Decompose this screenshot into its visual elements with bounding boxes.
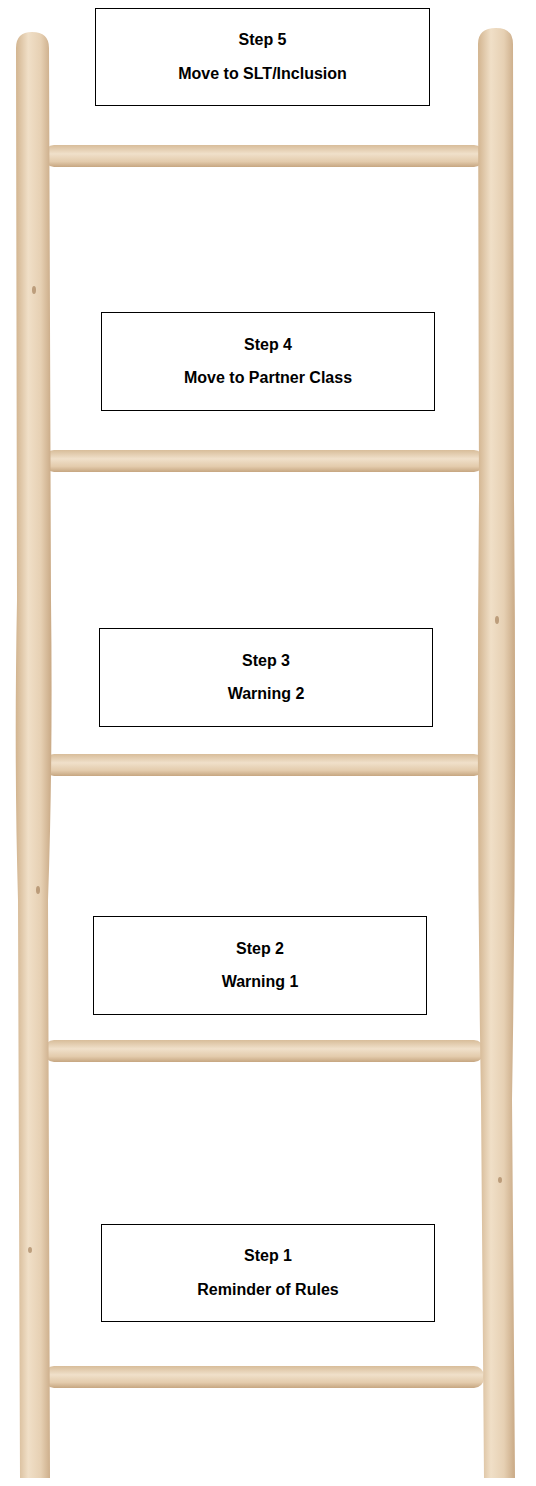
ladder-rungs	[44, 145, 484, 1388]
step-number: Step 2	[236, 939, 284, 959]
step-number: Step 5	[238, 30, 286, 50]
step-box: Step 1 Reminder of Rules	[101, 1224, 435, 1322]
step-number: Step 1	[244, 1246, 292, 1266]
knot	[495, 616, 499, 624]
step-box: Step 3 Warning 2	[99, 628, 433, 727]
step-action: Warning 2	[228, 684, 305, 704]
step-number: Step 3	[242, 651, 290, 671]
knot	[498, 1177, 502, 1183]
step-box: Step 5 Move to SLT/Inclusion	[95, 8, 430, 106]
knot	[32, 286, 36, 294]
left-rail	[16, 32, 52, 1478]
step-number: Step 4	[244, 335, 292, 355]
rung	[44, 1366, 484, 1388]
knot	[36, 886, 40, 894]
rung	[44, 754, 484, 776]
step-action: Reminder of Rules	[197, 1280, 338, 1300]
wood-knots	[28, 286, 502, 1253]
rung	[44, 450, 484, 472]
step-action: Move to SLT/Inclusion	[178, 64, 347, 84]
rung	[44, 145, 484, 167]
knot	[28, 1247, 32, 1253]
step-box: Step 4 Move to Partner Class	[101, 312, 435, 411]
step-action: Warning 1	[222, 972, 299, 992]
right-rail	[478, 28, 515, 1478]
step-action: Move to Partner Class	[184, 368, 352, 388]
rung	[44, 1040, 484, 1062]
step-box: Step 2 Warning 1	[93, 916, 427, 1015]
